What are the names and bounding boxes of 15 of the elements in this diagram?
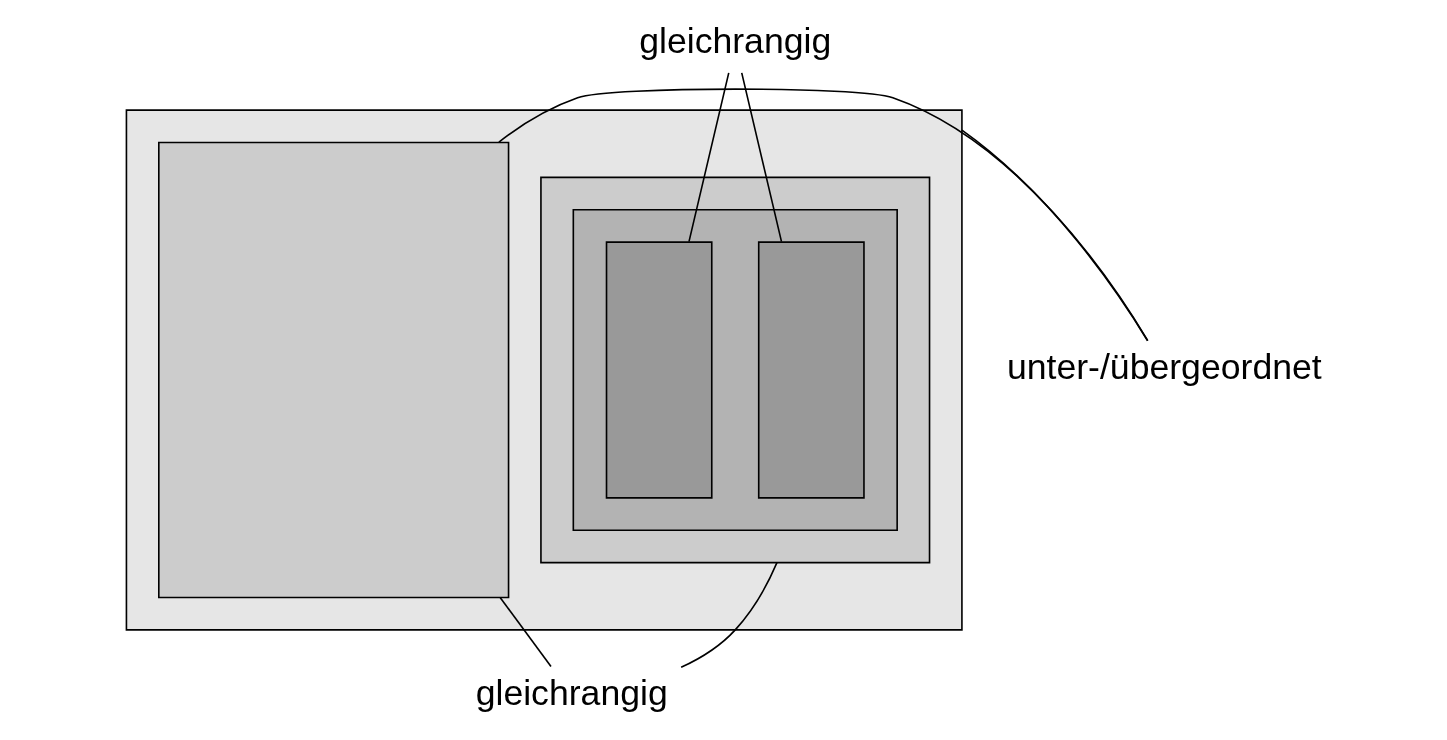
connector [688,72,730,243]
cluster [572,208,898,532]
node-box [757,241,865,499]
cluster [540,176,931,564]
connector [740,72,783,243]
connector [499,596,552,668]
connector [680,561,778,669]
connector [498,88,1149,342]
node-box [158,141,510,599]
node-box [605,241,713,499]
node-text: unter-/übergeordnet [1006,347,1322,388]
cluster [125,109,963,631]
node-text: gleichrangig [639,20,832,61]
connector [961,129,1149,342]
node-text: gleichrangig [475,673,668,714]
